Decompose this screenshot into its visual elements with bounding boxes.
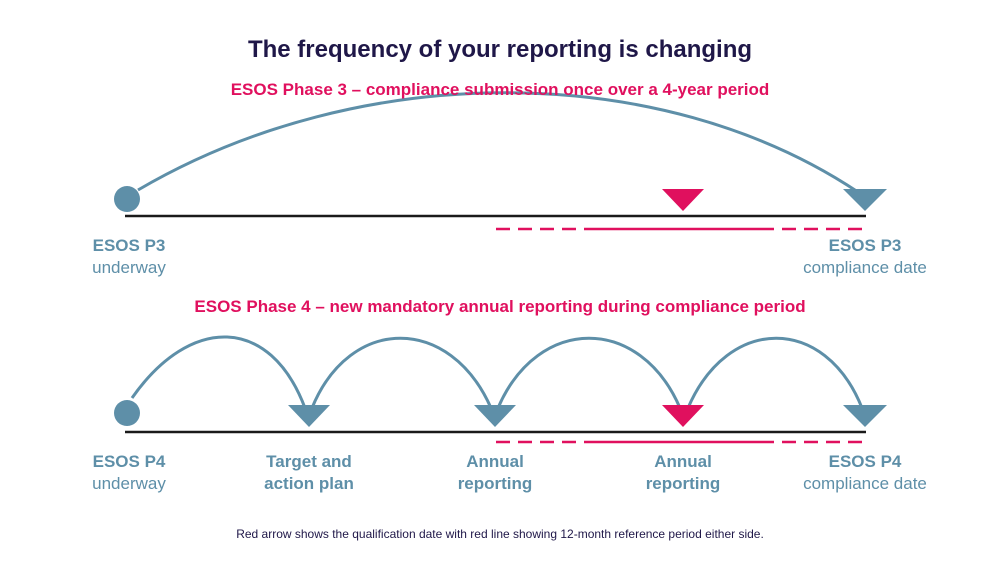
- phase4-arc-2: [310, 336, 493, 409]
- phase4-arc-4: [686, 336, 864, 409]
- phase4-milestone-2-line2: action plan: [264, 474, 354, 493]
- phase4-milestone-3-line1: Annual: [466, 452, 524, 471]
- phase4-milestone-2-line1: Target and: [266, 452, 352, 471]
- phase3-end-label-line2: compliance date: [803, 258, 927, 277]
- phase3-end-arrowhead: [843, 189, 887, 211]
- phase3-start-label: ESOS P3 underway: [92, 235, 166, 279]
- phase4-qualification-arrow: [662, 405, 704, 427]
- phase3-start-label-line1: ESOS P3: [92, 236, 166, 255]
- footnote: Red arrow shows the qualification date w…: [236, 527, 764, 541]
- phase4-arc-3: [496, 336, 682, 409]
- phase4-milestone-label: ESOS P4 compliance date: [803, 451, 927, 495]
- phase3-start-dot: [114, 186, 140, 212]
- phase4-milestone-3-line2: reporting: [457, 474, 533, 493]
- page-title: The frequency of your reporting is chang…: [247, 36, 753, 63]
- phase4-start-dot: [114, 400, 140, 426]
- phase4-milestone-label: Annual reporting: [646, 451, 721, 495]
- phase4-milestone-label: Annual reporting: [458, 451, 533, 495]
- phase3-qualification-arrow: [662, 189, 704, 211]
- phase4-arc-1: [130, 335, 307, 409]
- phase3-start-label-line2: underway: [92, 258, 166, 277]
- phase4-arrowhead-annual-1: [474, 405, 516, 427]
- phase4-timeline: [114, 335, 887, 444]
- phase4-heading: ESOS Phase 4 – new mandatory annual repo…: [194, 297, 806, 316]
- phase3-heading: ESOS Phase 3 – compliance submission onc…: [230, 80, 770, 99]
- phase4-arrowhead-target: [288, 405, 330, 427]
- phase4-milestone-4-line1: Annual: [654, 452, 712, 471]
- phase3-end-label: ESOS P3 compliance date: [803, 235, 927, 279]
- phase3-end-label-line1: ESOS P3: [828, 236, 902, 255]
- phase4-milestone-4-line2: reporting: [645, 474, 721, 493]
- phase4-end-arrowhead: [843, 405, 887, 427]
- phase3-timeline: [114, 91, 887, 231]
- phase4-milestone-1-line1: ESOS P4: [92, 452, 166, 471]
- phase4-milestone-label: ESOS P4 underway: [92, 451, 166, 495]
- phase3-arc: [137, 91, 859, 194]
- phase4-milestone-label: Target and action plan: [264, 451, 354, 495]
- phase4-milestone-1-line2: underway: [92, 474, 166, 493]
- phase4-milestone-5-line1: ESOS P4: [828, 452, 902, 471]
- phase4-milestone-5-line2: compliance date: [803, 474, 927, 493]
